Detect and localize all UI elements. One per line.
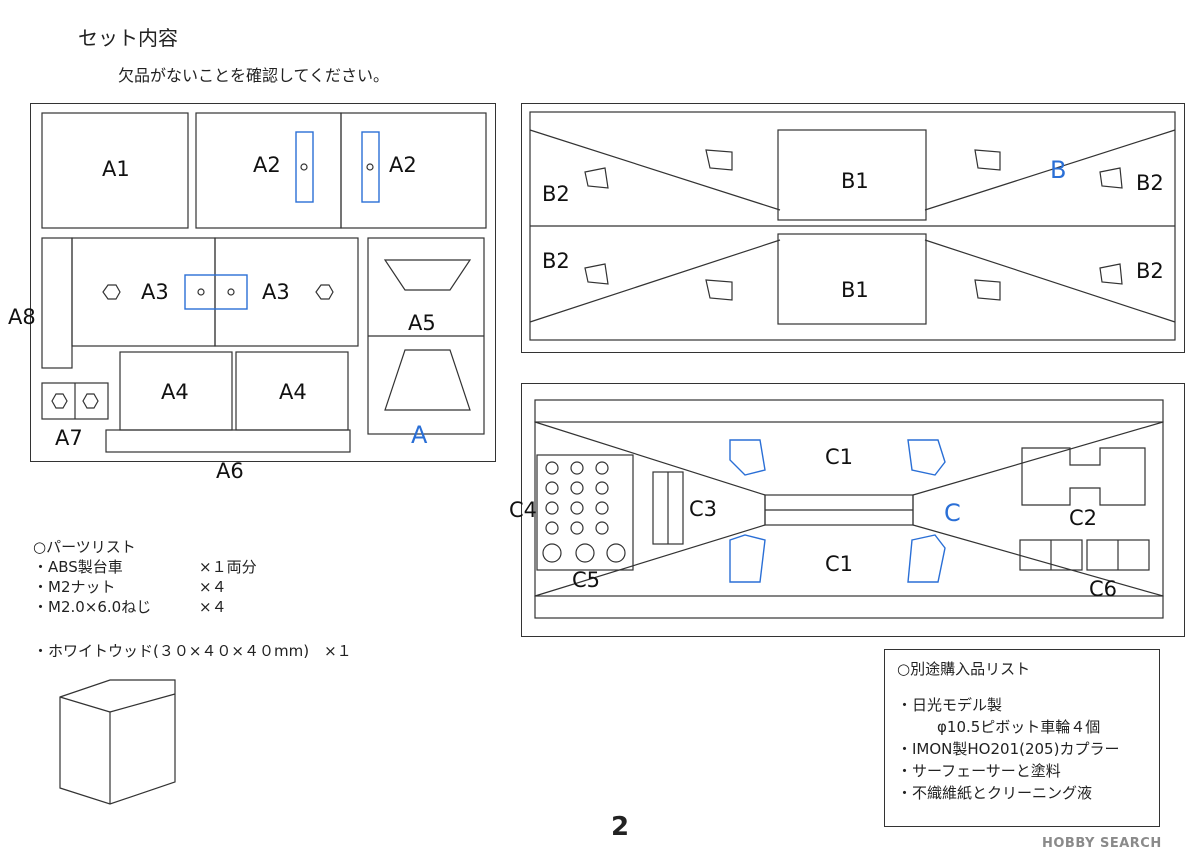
separate-purchase-item: ・日光モデル製 — [897, 696, 1003, 714]
separate-purchase-item: ・不織維紙とクリーニング液 — [897, 784, 1093, 802]
part-label-a8: A8 — [8, 305, 36, 329]
separate-purchase-item: ・IMON製HO201(205)カプラー — [897, 740, 1120, 758]
part-label-b2-top-left: B2 — [542, 182, 570, 206]
parts-list-item: ・M2ナット ×４ — [33, 577, 257, 597]
page-number: 2 — [611, 812, 630, 842]
parts-list-item-qty: ×１両分 — [199, 558, 257, 576]
parts-list-heading: ○パーツリスト — [33, 538, 136, 556]
part-label-c6: C6 — [1089, 577, 1118, 601]
part-label-a4-right: A4 — [279, 380, 307, 404]
sheet-b — [521, 103, 1185, 353]
separate-purchase-item: φ10.5ピボット車輪４個 — [937, 718, 1101, 736]
part-label-b2-bottom-right: B2 — [1136, 259, 1164, 283]
parts-list-item: ・ABS製台車 ×１両分 — [33, 557, 257, 577]
part-label-a5: A5 — [408, 311, 436, 335]
part-label-c3: C3 — [689, 497, 718, 521]
page-subtitle: 欠品がないことを確認してください。 — [118, 66, 390, 85]
parts-list: ○パーツリスト ・ABS製台車 ×１両分 ・M2ナット ×４ ・M2.0×6.0… — [33, 537, 257, 617]
part-label-b2-top-right: B2 — [1136, 171, 1164, 195]
parts-list-item-qty: ×４ — [199, 598, 227, 616]
part-label-b1-bottom: B1 — [841, 278, 869, 302]
part-label-a2-right: A2 — [389, 153, 417, 177]
part-label-a4-left: A4 — [161, 380, 189, 404]
separate-purchase-heading: ○別途購入品リスト — [897, 660, 1031, 678]
part-label-a3-left: A3 — [141, 280, 169, 304]
separate-purchase-item: ・サーフェーサーと塗料 — [897, 762, 1061, 780]
part-label-a3-right: A3 — [262, 280, 290, 304]
sheet-mark-a: A — [411, 421, 428, 449]
part-label-b1-top: B1 — [841, 169, 869, 193]
part-label-c1-top: C1 — [825, 445, 854, 469]
sheet-mark-c: C — [944, 499, 961, 527]
part-label-a6: A6 — [216, 459, 244, 483]
white-wood-item: ・ホワイトウッド(３０×４０×４０mm) ×１ — [33, 642, 352, 660]
part-label-c2: C2 — [1069, 506, 1098, 530]
parts-list-item-name: ・ABS製台車 — [33, 558, 123, 576]
part-label-c1-bottom: C1 — [825, 552, 854, 576]
part-label-a1: A1 — [102, 157, 130, 181]
part-label-c4: C4 — [509, 498, 538, 522]
part-label-a7: A7 — [55, 426, 83, 450]
parts-list-item-name: ・M2.0×6.0ねじ — [33, 598, 152, 616]
part-label-c5: C5 — [572, 568, 601, 592]
part-label-a2-left: A2 — [253, 153, 281, 177]
parts-list-item: ・M2.0×6.0ねじ ×４ — [33, 597, 257, 617]
sheet-mark-b: B — [1050, 156, 1067, 184]
parts-list-item-name: ・M2ナット — [33, 578, 116, 596]
parts-list-item-qty: ×４ — [199, 578, 227, 596]
page-title: セット内容 — [78, 26, 178, 50]
watermark: HOBBY SEARCH — [1042, 836, 1162, 851]
part-label-b2-bottom-left: B2 — [542, 249, 570, 273]
separate-purchase-box: ○別途購入品リスト ・日光モデル製 φ10.5ピボット車輪４個 ・IMON製HO… — [884, 649, 1160, 827]
